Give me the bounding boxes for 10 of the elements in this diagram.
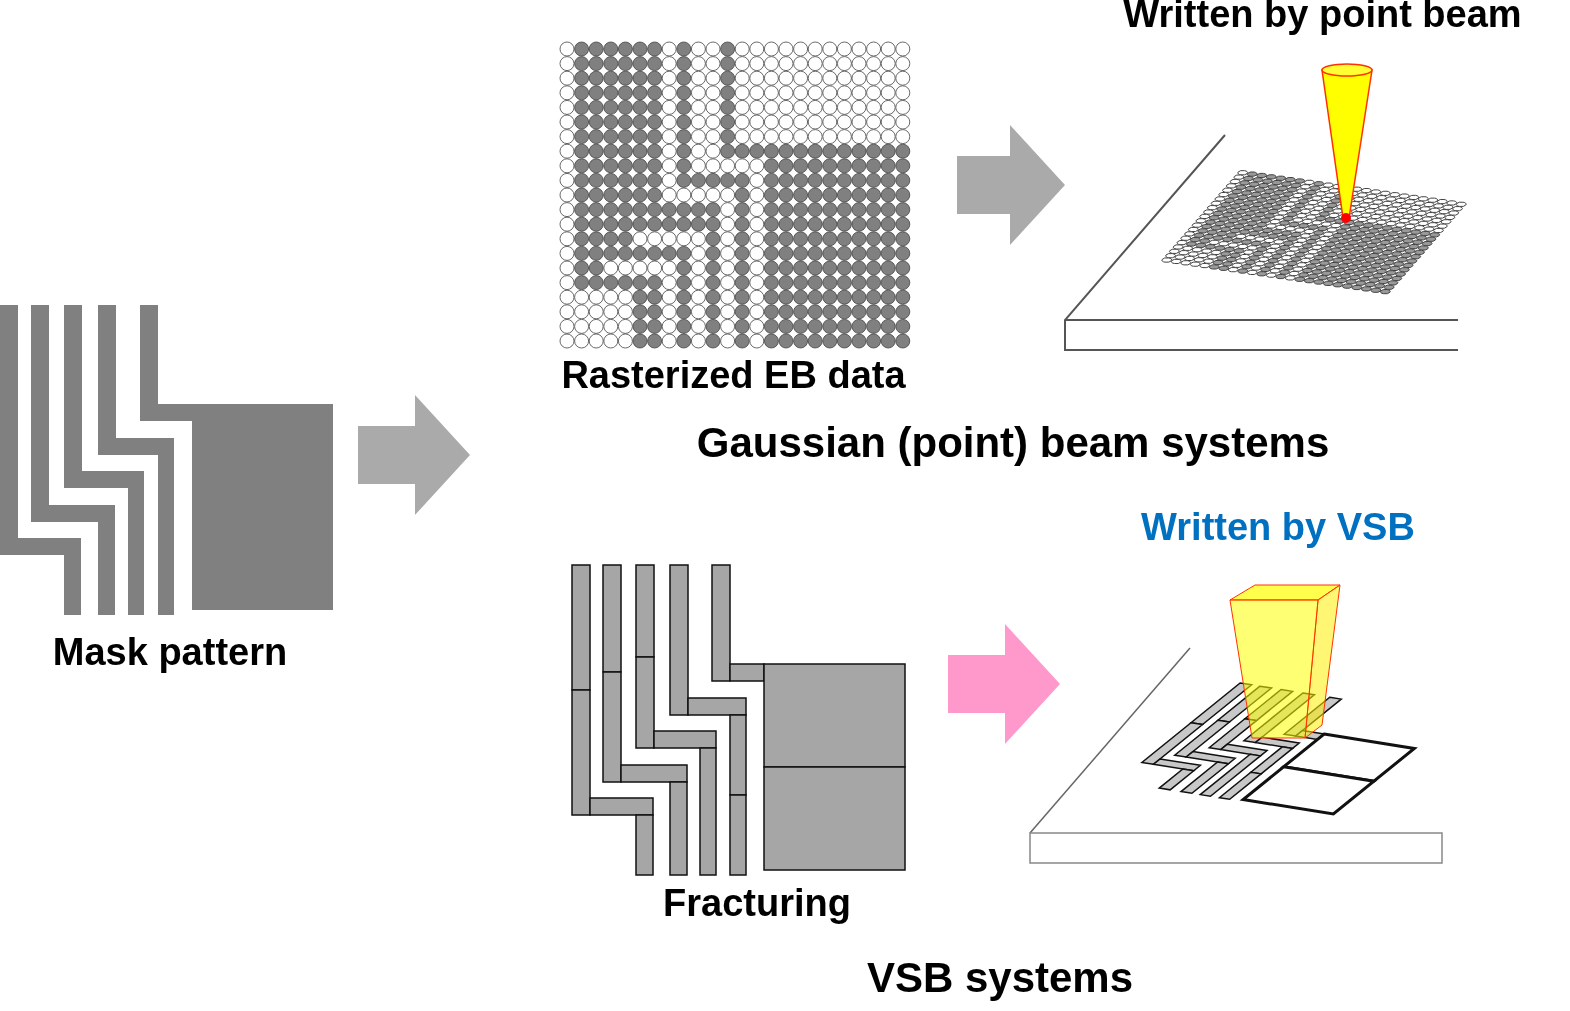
drawing-caption: Written by point beam	[1122, 0, 1523, 36]
drawing-caption: Fracturing	[662, 883, 852, 925]
drawing-caption: Written by VSB	[1140, 507, 1416, 549]
block-arrow	[957, 125, 1065, 245]
section-heading: Gaussian (point) beam systems	[695, 420, 1331, 467]
block-arrow	[358, 395, 470, 515]
block-arrow	[948, 624, 1060, 744]
drawing-caption: Mask pattern	[51, 632, 289, 674]
drawing-caption: Rasterized EB data	[560, 355, 907, 397]
section-heading: VSB systems	[865, 955, 1135, 1002]
